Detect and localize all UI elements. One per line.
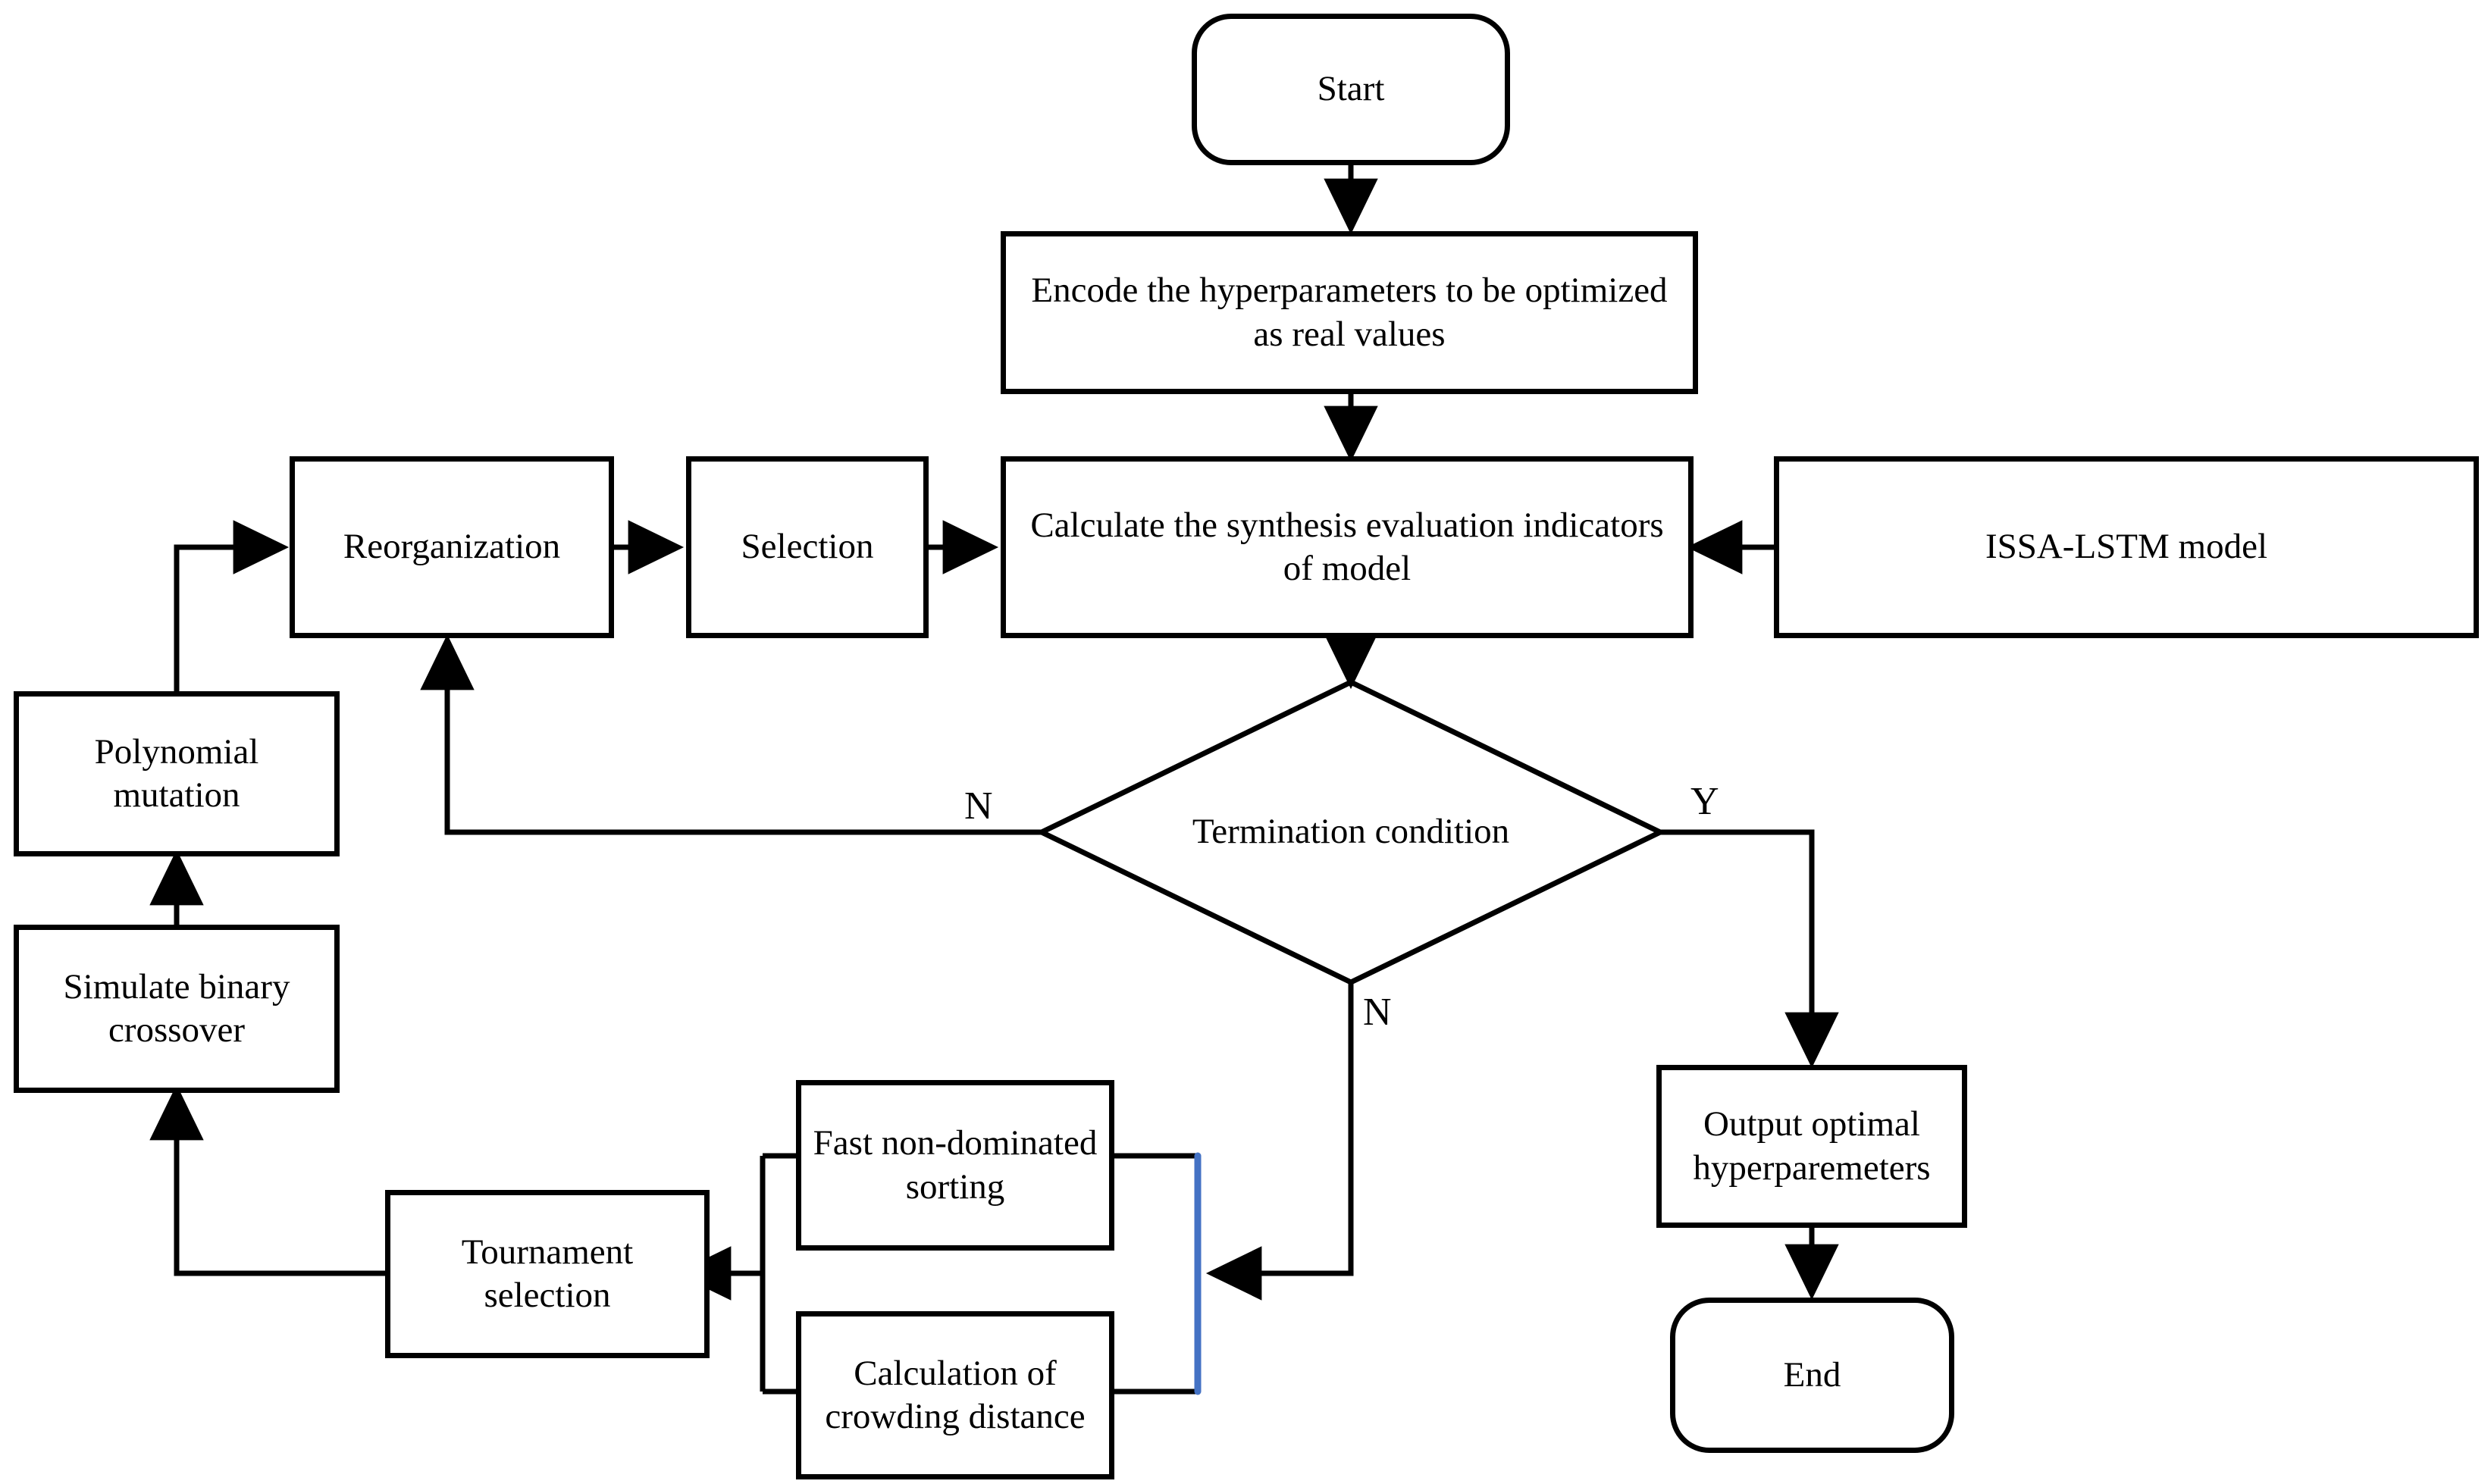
node-crowding-distance[interactable]: Calculation of crowding distance xyxy=(796,1311,1114,1479)
node-output-optimal-hyperparameters[interactable]: Output optimal hyperparemeters xyxy=(1656,1065,1967,1228)
node-polynomial-mutation-label: Polynomial mutation xyxy=(94,731,259,815)
node-tournament-selection[interactable]: Tournament selection xyxy=(385,1190,710,1358)
node-end[interactable]: End xyxy=(1670,1298,1954,1453)
node-output-optimal-hyperparameters-label: Output optimal hyperparemeters xyxy=(1693,1104,1931,1188)
node-end-label: End xyxy=(1783,1354,1841,1395)
node-polynomial-mutation[interactable]: Polynomial mutation xyxy=(14,691,340,856)
node-fast-non-dominated-sorting-label: Fast non-dominated sorting xyxy=(813,1123,1098,1207)
node-termination-condition[interactable]: Termination condition xyxy=(1184,779,1518,885)
node-selection[interactable]: Selection xyxy=(686,456,929,638)
node-encode[interactable]: Encode the hyperparameters to be optimiz… xyxy=(1001,231,1698,394)
node-calculate-indicators[interactable]: Calculate the synthesis evaluation indic… xyxy=(1001,456,1694,638)
node-crowding-distance-label: Calculation of crowding distance xyxy=(825,1353,1086,1436)
node-simulate-binary-crossover[interactable]: Simulate binary crossover xyxy=(14,925,340,1093)
node-start-label: Start xyxy=(1317,69,1385,109)
connector-termination-no-reorg xyxy=(420,634,1042,835)
node-termination-condition-label: Termination condition xyxy=(1192,812,1510,852)
connector-termination-no-branch xyxy=(1205,982,1354,1301)
node-calculate-indicators-label: Calculate the synthesis evaluation indic… xyxy=(1030,505,1664,588)
node-issa-lstm-model[interactable]: ISSA-LSTM model xyxy=(1774,456,2479,638)
node-issa-lstm-model-label: ISSA-LSTM model xyxy=(1985,527,2268,567)
node-selection-label: Selection xyxy=(741,527,874,567)
connector-tournament-crossover xyxy=(149,1084,385,1276)
branch-label-yes-right: Y xyxy=(1690,780,1719,823)
node-reorganization[interactable]: Reorganization xyxy=(290,456,614,638)
node-start[interactable]: Start xyxy=(1192,14,1510,165)
node-simulate-binary-crossover-label: Simulate binary crossover xyxy=(63,966,290,1050)
connector-termination-yes-output xyxy=(1660,829,1839,1069)
node-tournament-selection-label: Tournament selection xyxy=(461,1232,634,1315)
termination-diamond-shape xyxy=(1035,679,1667,985)
branch-label-no-bottom: N xyxy=(1363,991,1392,1034)
branch-label-no-left: N xyxy=(964,784,993,828)
node-fast-non-dominated-sorting[interactable]: Fast non-dominated sorting xyxy=(796,1080,1114,1251)
node-encode-label: Encode the hyperparameters to be optimiz… xyxy=(1031,271,1668,354)
connector-mutation-reorg xyxy=(174,520,290,691)
node-reorganization-label: Reorganization xyxy=(343,527,561,567)
